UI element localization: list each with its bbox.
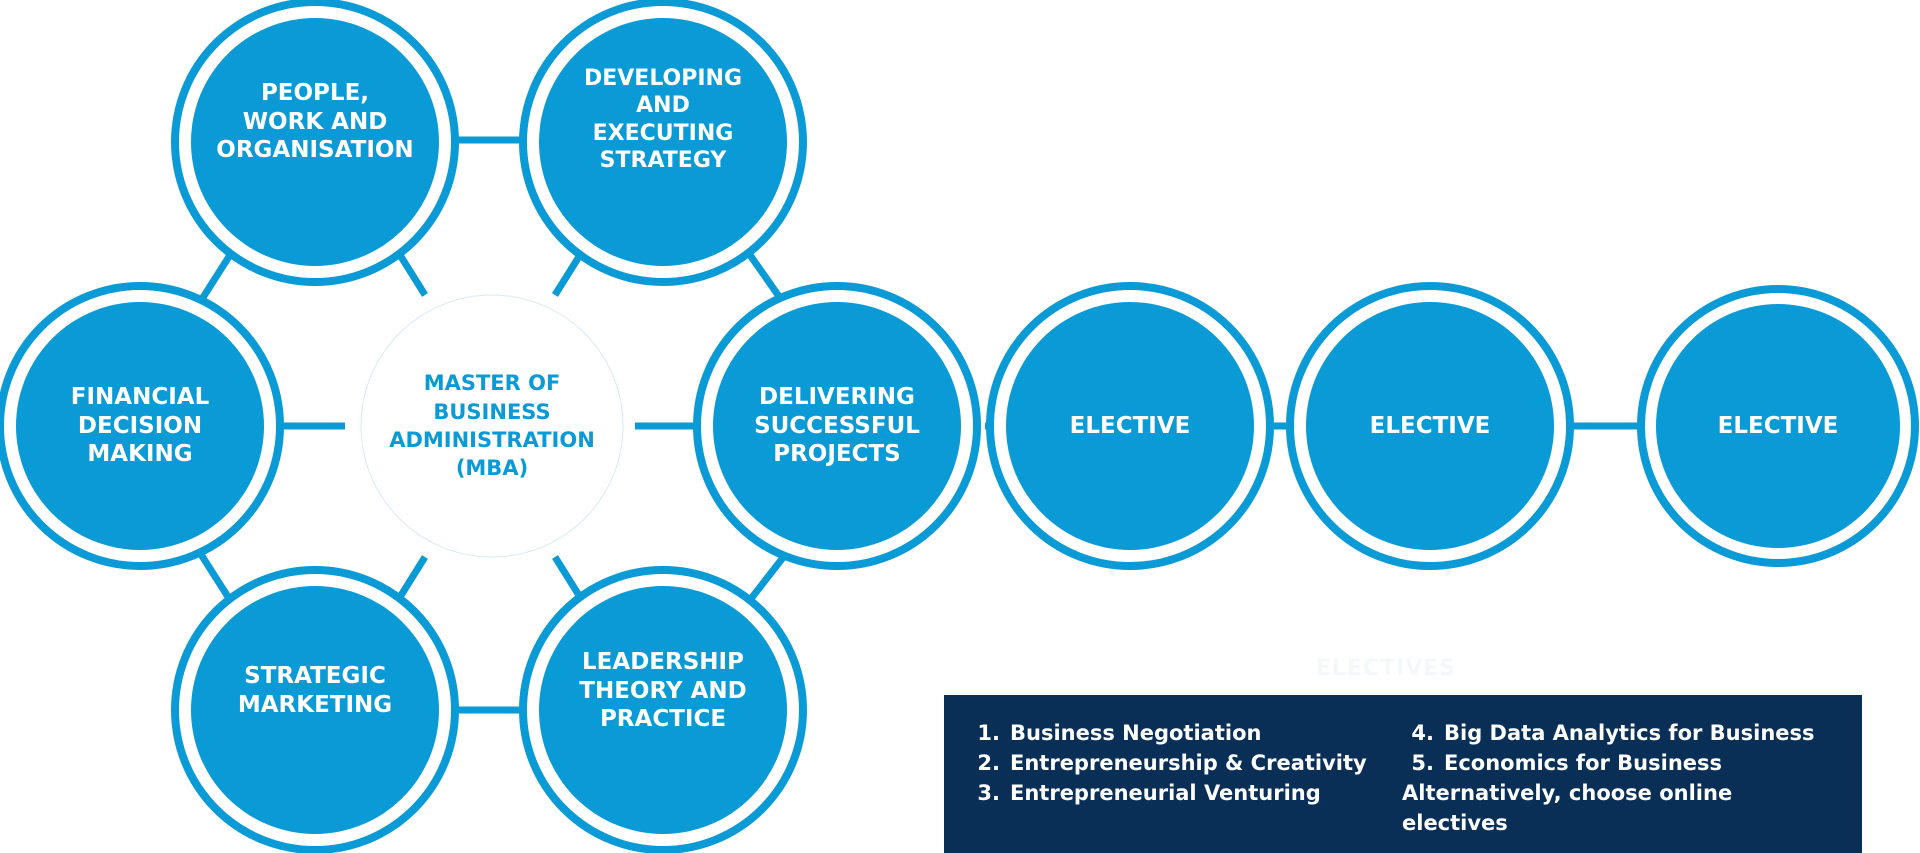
elective-3-disc [1656, 304, 1900, 548]
elective-3-label: ELECTIVE [1717, 412, 1839, 439]
center-circle [360, 294, 624, 558]
financial-disc [16, 302, 264, 550]
elective-item-1: 1. Business Negotiation [968, 718, 1388, 748]
strategy-node [519, 0, 807, 286]
elective-1-node [986, 282, 1274, 570]
connector-projects-leadership [747, 552, 788, 603]
connector-center-marketing [397, 555, 428, 599]
projects-disc [713, 302, 961, 550]
elective-item-1-label: Business Negotiation [1010, 721, 1262, 745]
elective-1-label: ELECTIVE [1069, 412, 1191, 439]
elective-item-3: 3. Entrepreneurial Venturing [968, 778, 1388, 808]
marketing-node [171, 566, 459, 853]
electives-panel: 1. Business Negotiation 2. Entrepreneurshi… [944, 695, 1862, 853]
electives-column-left: 1. Business Negotiation 2. Entrepreneurshi… [968, 718, 1388, 808]
people-node [171, 0, 459, 286]
electives-column-right: 4. Big Data Analytics for Business 5. Econ… [1402, 718, 1842, 838]
online-electives-note: Alternatively, choose online electives [1402, 781, 1733, 835]
elective-item-5-number: 5. [1411, 751, 1434, 775]
elective-item-3-label: Entrepreneurial Venturing [1010, 781, 1321, 805]
elective-2-disc [1306, 302, 1554, 550]
elective-item-5: 5. Economics for Business [1402, 748, 1842, 778]
leadership-label: LEADERSHIP THEORY AND PRACTICE [579, 648, 747, 733]
projects-label: DELIVERING SUCCESSFUL PROJECTS [754, 383, 920, 468]
marketing-disc [191, 586, 439, 834]
leadership-node [519, 566, 807, 853]
people-label: PEOPLE, WORK AND ORGANISATION [216, 79, 414, 164]
elective-item-4-number: 4. [1411, 721, 1434, 745]
elective-item-2: 2. Entrepreneurship & Creativity [968, 748, 1388, 778]
financial-label: FINANCIAL DECISION MAKING [70, 383, 210, 468]
elective-item-2-number: 2. [977, 751, 1000, 775]
elective-item-2-label: Entrepreneurship & Creativity [1010, 751, 1367, 775]
strategy-disc [539, 18, 787, 266]
leadership-disc [539, 586, 787, 834]
elective-2-node [1286, 282, 1574, 570]
elective-3-node [1637, 285, 1919, 567]
center-label: MASTER OF BUSINESS ADMINISTRATION (MBA) [389, 371, 595, 481]
elective-item-4-label: Big Data Analytics for Business [1444, 721, 1815, 745]
elective-item-5-label: Economics for Business [1444, 751, 1723, 775]
electives-heading: ELECTIVES [1315, 656, 1457, 681]
elective-2-label: ELECTIVE [1369, 412, 1491, 439]
elective-1-disc [1006, 302, 1254, 550]
elective-item-3-number: 3. [977, 781, 1000, 805]
financial-node [0, 282, 284, 570]
projects-node [693, 282, 981, 570]
strategy-label: DEVELOPING AND EXECUTING STRATEGY [583, 65, 743, 174]
elective-item-1-number: 1. [977, 721, 1000, 745]
center-node [360, 294, 624, 558]
marketing-label: STRATEGIC MARKETING [237, 663, 393, 718]
connector-center-leadership [552, 555, 583, 599]
connector-people-center [397, 253, 428, 297]
connector-strategy-center [552, 253, 583, 297]
elective-item-4: 4. Big Data Analytics for Business [1402, 718, 1842, 748]
people-disc [191, 18, 439, 266]
